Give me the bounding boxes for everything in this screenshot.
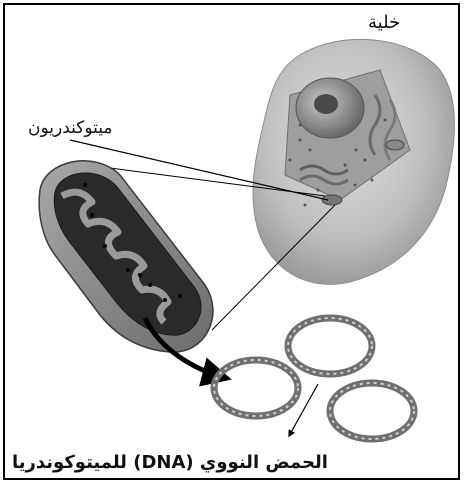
mtdna-ring-3 <box>330 383 414 439</box>
mitochondrion-label: ميتوكندريون <box>28 118 113 138</box>
cell-label: خلية <box>368 12 400 33</box>
nucleolus <box>314 94 338 114</box>
dna-pointer-arrow <box>289 384 318 436</box>
mitochondrion-illustration <box>39 161 213 352</box>
mito-dna-label: الحمض النووي (DNA) للميتوكوندريا <box>12 452 328 473</box>
mtdna-rings <box>214 318 414 439</box>
mtdna-ring-1 <box>214 360 298 416</box>
cell-mitochondrion <box>322 195 342 205</box>
cell-illustration <box>253 39 454 284</box>
mtdna-ring-2 <box>288 318 372 374</box>
